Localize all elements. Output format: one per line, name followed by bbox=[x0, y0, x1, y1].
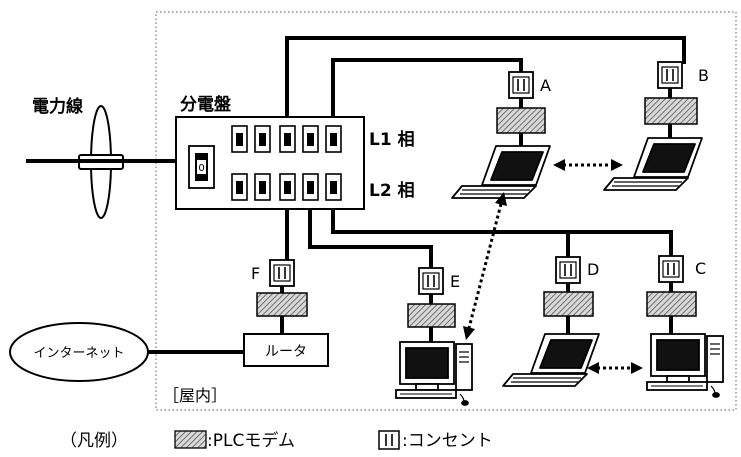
legend-outlet-label: :コンセント bbox=[402, 431, 493, 451]
power-line-label: 電力線 bbox=[32, 96, 83, 117]
desktop-computer-icon bbox=[395, 341, 473, 406]
phase-l1-label: L1 相 bbox=[369, 129, 415, 150]
l2-wire-to-c bbox=[331, 206, 673, 258]
laptop-icon bbox=[451, 145, 551, 199]
router-label: ルータ bbox=[265, 344, 307, 360]
plc-modem-icon bbox=[174, 430, 207, 449]
indoor-label: ［屋内］ bbox=[163, 386, 227, 405]
distribution-board-label: 分電盤 bbox=[180, 94, 232, 115]
wiring bbox=[26, 36, 686, 354]
outlet-icon bbox=[555, 256, 581, 284]
l1-breakers bbox=[231, 125, 342, 153]
double-arrow-icon bbox=[553, 159, 623, 171]
l1-wire-to-b bbox=[285, 36, 686, 128]
plc-modem-icon bbox=[644, 97, 698, 125]
outlet-label-c: C bbox=[695, 259, 706, 278]
router-box bbox=[243, 333, 329, 367]
outlet-label-a: A bbox=[540, 76, 551, 95]
outlet-icon bbox=[658, 255, 684, 283]
double-arrow-icon bbox=[463, 192, 507, 340]
double-arrow-icon bbox=[587, 362, 643, 374]
internet-cloud bbox=[9, 322, 149, 382]
power-pole-icon bbox=[28, 105, 176, 219]
phase-l2-label: L2 相 bbox=[369, 180, 415, 201]
legend: （凡例） :PLCモデム :コンセント bbox=[60, 430, 493, 451]
plc-modem-icon bbox=[407, 303, 456, 328]
outlet-icon bbox=[378, 430, 400, 450]
plc-modem-icon bbox=[256, 292, 308, 317]
outlet-label-d: D bbox=[587, 260, 599, 279]
outlet-icon bbox=[657, 61, 683, 89]
plc-modem-icon bbox=[496, 107, 546, 134]
indoor-boundary bbox=[155, 11, 737, 411]
plc-modem-icon bbox=[543, 291, 594, 317]
outlet-icon bbox=[269, 259, 295, 287]
outlet-label-f: F bbox=[251, 264, 260, 283]
outlet-icon bbox=[418, 267, 444, 295]
laptop-icon bbox=[502, 333, 600, 387]
l1-wire-to-a bbox=[331, 58, 523, 128]
outlet-icon bbox=[508, 71, 534, 99]
l2-breakers bbox=[231, 173, 342, 201]
legend-prefix: （凡例） bbox=[60, 431, 128, 451]
desktop-computer-icon bbox=[646, 333, 724, 398]
breaker-icon: 0 bbox=[188, 145, 215, 189]
legend-modem-label: :PLCモデム bbox=[207, 430, 295, 451]
l2-wire-to-e bbox=[308, 206, 433, 268]
laptop-icon bbox=[603, 137, 703, 191]
outlet-label-e: E bbox=[450, 272, 460, 291]
outlet-label-b: B bbox=[698, 66, 709, 85]
plc-modem-icon bbox=[646, 291, 697, 317]
breaker-mark: 0 bbox=[198, 163, 204, 174]
internet-label: インターネット bbox=[33, 346, 124, 361]
